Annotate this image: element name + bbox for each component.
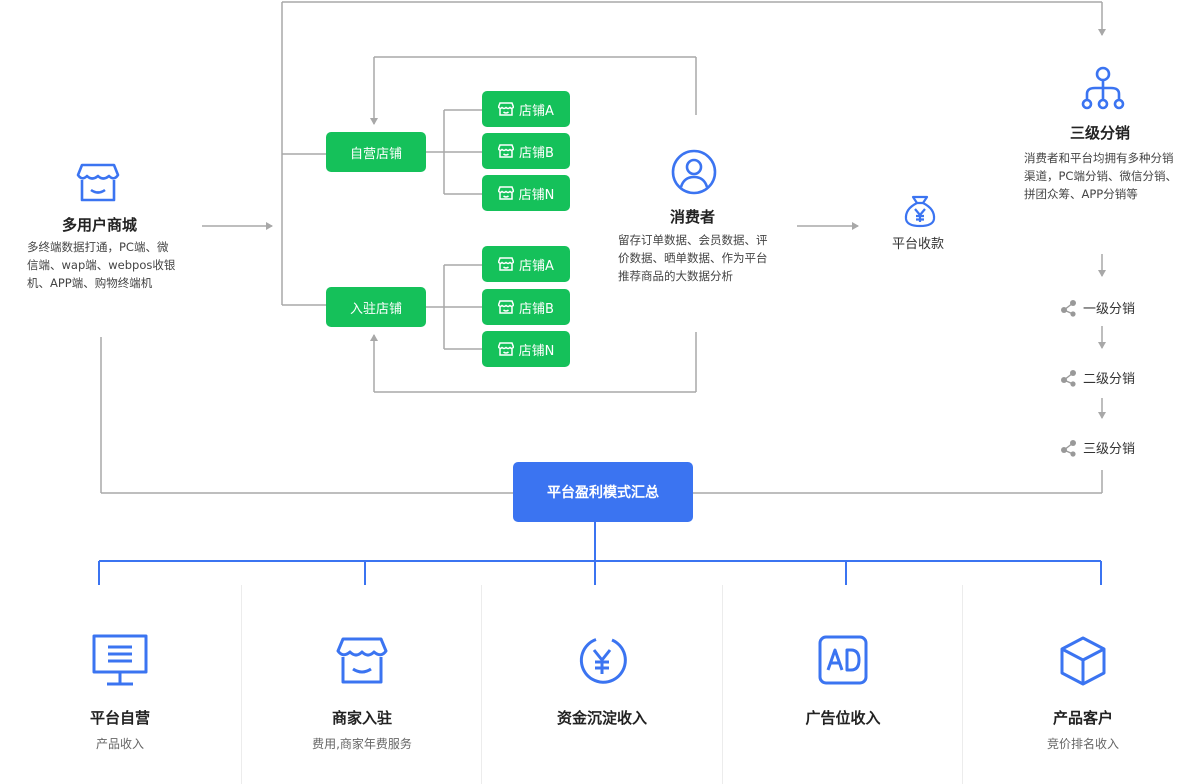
three-level-title: 三级分销	[1070, 124, 1131, 142]
store-icon	[76, 163, 120, 202]
shop-label: 店铺B	[519, 301, 554, 317]
shop-icon	[497, 342, 514, 356]
mall-title: 多用户商城	[62, 216, 138, 234]
shop-icon	[498, 257, 515, 271]
user-icon	[671, 149, 717, 195]
settled-shop-b[interactable]: 店铺B	[482, 289, 570, 325]
self-shop-b[interactable]: 店铺B	[482, 133, 570, 169]
ad-icon	[818, 635, 868, 685]
money-bag-icon	[904, 195, 936, 228]
shop-icon	[498, 102, 515, 116]
revenue-desc: 竞价排名收入	[1046, 737, 1119, 751]
revenue-merchant-settled: 商家入驻 费用,商家年费服务	[241, 585, 482, 784]
shop-label: 店铺A	[519, 258, 554, 274]
distribution-level-2: 二级分销	[1060, 368, 1135, 387]
settled-store-box[interactable]: 入驻店铺	[326, 287, 426, 327]
revenue-product-customer: 产品客户 竞价排名收入	[962, 585, 1200, 784]
shop-icon	[498, 300, 515, 314]
self-shop-n[interactable]: 店铺N	[482, 175, 570, 211]
box-icon	[1060, 636, 1106, 686]
revenue-title: 广告位收入	[805, 709, 881, 727]
share-nodes-icon	[1061, 439, 1076, 457]
revenue-title: 产品客户	[1052, 709, 1113, 727]
monitor-icon	[92, 634, 148, 686]
distribution-level-3: 三级分销	[1060, 438, 1135, 457]
shop-label: 店铺A	[519, 103, 554, 119]
self-shop-a[interactable]: 店铺A	[482, 91, 570, 127]
settled-shop-a[interactable]: 店铺A	[482, 246, 570, 282]
settled-shop-n[interactable]: 店铺N	[482, 331, 570, 367]
payment-title: 平台收款	[892, 237, 945, 252]
self-store-box[interactable]: 自营店铺	[326, 132, 426, 172]
revenue-self-operated: 平台自营 产品收入	[0, 585, 240, 784]
revenue-title: 资金沉淀收入	[556, 709, 647, 727]
shop-icon	[498, 144, 515, 158]
consumer-title: 消费者	[670, 208, 716, 226]
store-icon	[336, 637, 388, 684]
consumer-desc: 留存订单数据、会员数据、评价数据、晒单数据、作为平台推荐商品的大数据分析	[618, 233, 768, 283]
shop-label: 店铺N	[518, 187, 555, 203]
share-nodes-icon	[1061, 369, 1076, 387]
three-level-desc: 消费者和平台均拥有多种分销渠道，PC端分销、微信分销、拼团众筹、APP分销等	[1024, 151, 1177, 201]
shop-icon	[497, 186, 514, 200]
revenue-ad-space: 广告位收入	[722, 585, 963, 784]
mall-desc: 多终端数据打通，PC端、微信端、wap端、webpos收银机、APP端、购物终端…	[27, 240, 176, 290]
revenue-title: 商家入驻	[331, 709, 392, 727]
distribution-level-1: 一级分销	[1060, 298, 1135, 317]
share-nodes-icon	[1061, 299, 1076, 317]
revenue-fund-deposit: 资金沉淀收入	[481, 585, 722, 784]
yen-circle-icon	[579, 638, 627, 684]
revenue-desc: 产品收入	[95, 737, 144, 751]
revenue-desc: 费用,商家年费服务	[312, 737, 412, 751]
shop-label: 店铺B	[519, 145, 554, 161]
hierarchy-icon	[1081, 66, 1125, 110]
shop-label: 店铺N	[518, 343, 555, 359]
revenue-title: 平台自营	[89, 709, 150, 727]
summary-box[interactable]: 平台盈利模式汇总	[513, 462, 693, 522]
